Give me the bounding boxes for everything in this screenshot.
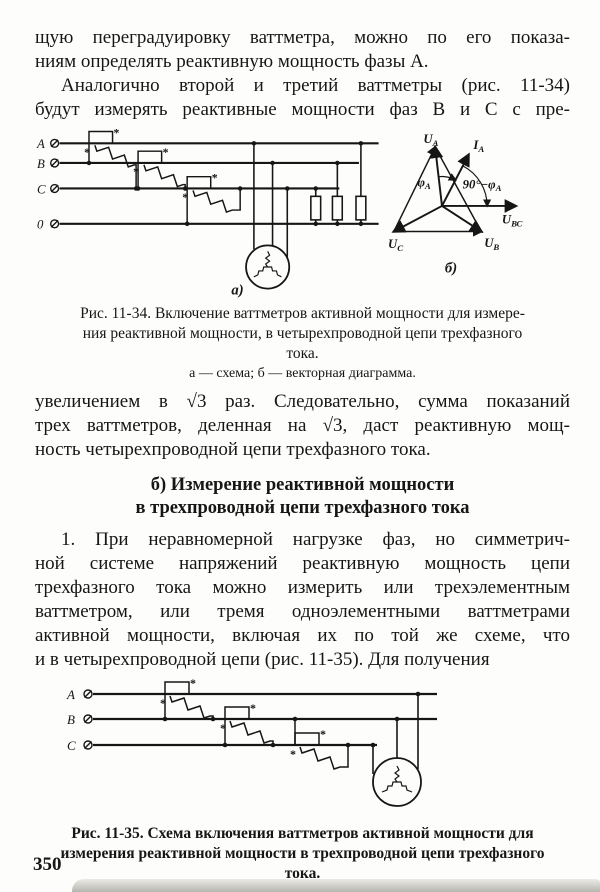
svg-text:*: * [190, 676, 196, 690]
vector-label-ia: IА [473, 138, 485, 154]
paragraph-4: 1. При неравномерной нагрузке фаз, но си… [35, 528, 570, 672]
figure-11-34-caption: Рис. 11-34. Включение ваттметров активно… [35, 304, 570, 383]
section-heading: б) Измерение реактивной мощности в трехп… [35, 474, 570, 520]
svg-text:*: * [250, 701, 256, 715]
svg-text:*: * [133, 166, 139, 179]
circuit-schematic-11-34: А В С 0 * [36, 128, 379, 298]
caption-line: Рис. 11-34. Включение ваттметров активно… [80, 305, 525, 322]
vector-label-ub: UВ [485, 236, 500, 252]
figure-11-35-caption: Рис. 11-35. Схема включения ваттметров а… [35, 824, 570, 884]
figure-11-34-subcaption: а — схема; б — векторная диаграмма. [189, 366, 416, 381]
phase-lines [93, 692, 437, 747]
svg-text:*: * [212, 172, 218, 185]
svg-text:С: С [37, 182, 46, 196]
motor-icon [370, 691, 422, 807]
svg-text:*: * [220, 721, 226, 735]
text-line: трех ваттметров, деленная на √3, даст ре… [35, 415, 570, 436]
text-line: активной мощности, включая их по той же … [35, 625, 570, 646]
vector-label-uc: UС [388, 237, 403, 253]
paragraph-2: Аналогично второй и третий ваттметры (ри… [35, 74, 570, 122]
vector-diagram-11-34: UА IА UВС UС UВ φА 90°−φА б) [388, 132, 523, 277]
angle-arcs [438, 165, 492, 208]
angle-label-phi: φА [418, 175, 431, 191]
svg-text:0: 0 [37, 218, 44, 232]
phase-terminals: А В С 0 [36, 137, 60, 232]
wattmeter-symbol: * * [133, 146, 188, 191]
text-line: и в четырехпроводной цепи (рис. 11-35). … [35, 649, 490, 670]
svg-text:*: * [290, 747, 296, 761]
section-heading-line: в трехпроводной цепи трехфазного тока [135, 498, 470, 518]
text-line: ной системе напряжений реактивную мощнос… [35, 553, 570, 574]
wattmeter-symbol: * * [160, 676, 216, 722]
phase-terminals: А В С [66, 687, 93, 753]
svg-text:*: * [320, 727, 326, 741]
text-line: ность четырехпроводной цепи трехфазного … [35, 439, 431, 460]
part-label-b: б) [445, 261, 457, 277]
svg-text:С: С [67, 738, 76, 753]
svg-text:А: А [36, 137, 45, 151]
circuit-schematic-11-35: А В С * * * * [66, 676, 437, 807]
wattmeter-symbol: * * [220, 701, 276, 748]
text-line: ваттметром, или тремя одноэлементными ва… [35, 601, 570, 622]
text-line: щую переградуировку ваттметра, можно по … [35, 27, 570, 48]
text-line: 1. При неравномерной нагрузке фаз, но си… [61, 529, 570, 550]
part-label-a: а) [231, 282, 243, 298]
text-line: будут измерять реактивные мощности фаз В… [35, 99, 570, 120]
caption-line: измерения реактивной мощности в трехпров… [60, 845, 545, 862]
text-line: Аналогично второй и третий ваттметры (ри… [61, 75, 570, 96]
wattmeter-symbol: * * [182, 172, 243, 227]
svg-text:В: В [37, 157, 45, 171]
text-line: увеличением в √3 раз. Следовательно, сум… [35, 391, 570, 412]
phasor-vectors [391, 144, 519, 233]
svg-text:*: * [163, 146, 169, 159]
svg-text:А: А [66, 687, 75, 702]
voltage-triangle [393, 145, 484, 237]
scan-edge-shadow [72, 879, 600, 892]
motor-icon [245, 141, 291, 290]
angle-label-90-phi: 90°−φА [463, 177, 502, 193]
caption-line: Рис. 11-35. Схема включения ваттметров а… [71, 825, 534, 842]
paragraph-3: увеличением в √3 раз. Следовательно, сум… [35, 390, 570, 462]
text-line: ниям определять реактивную мощность фазы… [35, 51, 429, 72]
caption-line: ния реактивной мощности, в четырехпровод… [82, 325, 523, 342]
wattmeter-symbol: * * [290, 716, 351, 770]
section-heading-line: б) Измерение реактивной мощности [150, 475, 455, 495]
svg-text:*: * [114, 128, 120, 139]
svg-text:*: * [84, 146, 90, 159]
caption-line: тока. [286, 345, 319, 362]
svg-text:*: * [160, 696, 166, 710]
page-number: 350 [33, 854, 62, 875]
caption-line: тока. [284, 865, 321, 882]
load-resistors [310, 141, 367, 227]
phase-lines [59, 142, 379, 225]
text-line: трехфазного тока можно измерить или трех… [35, 577, 570, 598]
vector-label-ubc: UВС [502, 213, 523, 229]
svg-text:*: * [182, 191, 188, 204]
paragraph-1: щую переградуировку ваттметра, можно по … [35, 26, 570, 74]
vector-label-ua: UА [424, 132, 439, 148]
figure-11-34: А В С 0 * [35, 128, 570, 300]
svg-text:В: В [67, 712, 75, 727]
wattmeter-symbol: * * [84, 128, 139, 191]
